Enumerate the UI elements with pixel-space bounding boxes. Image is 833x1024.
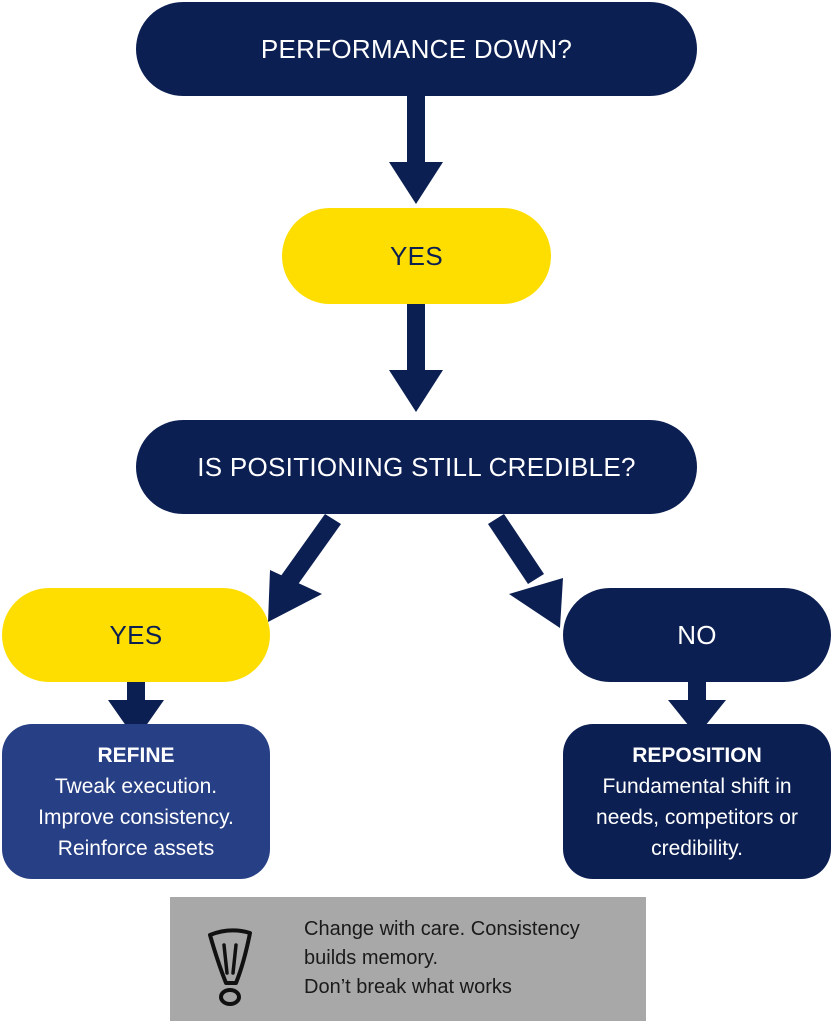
exclamation-icon bbox=[208, 928, 252, 1006]
arrow-left-branch bbox=[268, 514, 341, 622]
reposition-line: needs, competitors or bbox=[596, 805, 798, 829]
question-positioning-credible: IS POSITIONING STILL CREDIBLE? bbox=[136, 420, 697, 514]
caution-note: Change with care. Consistency builds mem… bbox=[170, 897, 646, 1021]
reposition-line: Fundamental shift in bbox=[602, 774, 792, 798]
branch-yes: YES bbox=[2, 588, 270, 682]
arrow-down-1 bbox=[389, 96, 443, 204]
reposition-box: REPOSITION Fundamental shift in needs, c… bbox=[563, 724, 831, 879]
refine-line: Reinforce assets bbox=[57, 836, 215, 860]
question-performance-down: PERFORMANCE DOWN? bbox=[136, 2, 697, 96]
refine-box: REFINE Tweak execution. Improve consiste… bbox=[2, 724, 270, 879]
reposition-title: REPOSITION bbox=[632, 743, 762, 767]
note-line: Don’t break what works bbox=[304, 976, 512, 998]
reposition-line: credibility. bbox=[651, 836, 743, 860]
arrow-down-2 bbox=[389, 304, 443, 412]
refine-line: Tweak execution. bbox=[54, 774, 218, 798]
answer-yes-1: YES bbox=[282, 208, 551, 304]
branch-no: NO bbox=[563, 588, 831, 682]
refine-line: Improve consistency. bbox=[38, 805, 234, 829]
note-line: builds memory. bbox=[304, 947, 439, 969]
arrow-right-branch bbox=[488, 514, 563, 628]
refine-title: REFINE bbox=[97, 743, 175, 767]
note-line: Change with care. Consistency bbox=[304, 918, 580, 940]
